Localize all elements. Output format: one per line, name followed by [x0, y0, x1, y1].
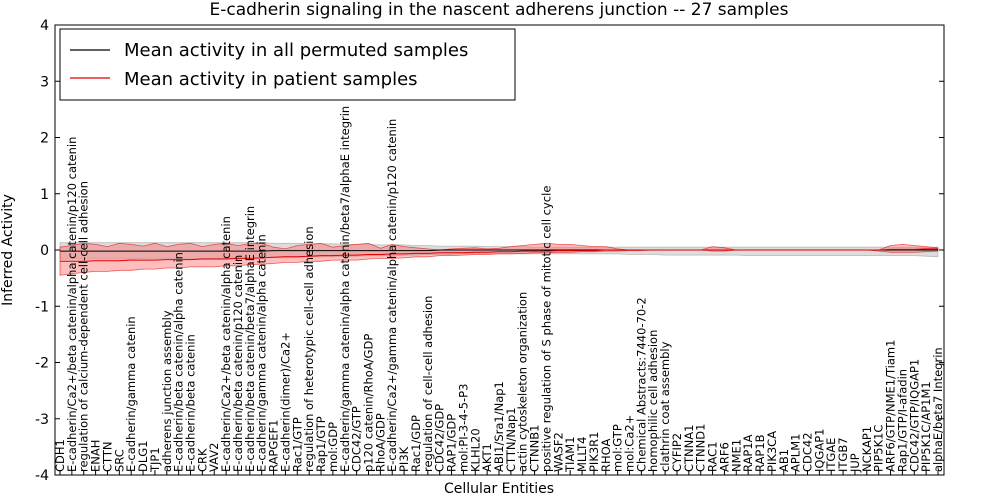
x-tick-label: DLG1 [136, 441, 150, 473]
x-tick-label: mol:PI-3-4-5-P3 [456, 384, 470, 472]
x-tick-label: KLHL20 [468, 428, 482, 472]
x-tick-label: RAP1B [753, 434, 767, 472]
legend-box [59, 28, 516, 101]
x-tick-label: RAP1A [741, 434, 755, 472]
x-tick-label: E-cadherin/beta catenin/alpha catenin [172, 252, 186, 472]
legend: Mean activity in all permuted samples Me… [59, 28, 516, 101]
x-tick-label: CTNNA1 [682, 425, 696, 472]
x-tick-label: WASF2 [551, 432, 565, 472]
x-tick-label: ENAH [89, 440, 103, 472]
x-tick-label: mol:GDP [326, 422, 340, 472]
x-tick-label: SRC [112, 449, 126, 472]
x-tick-label: PIK3R1 [587, 432, 601, 473]
x-tick-label: alphaE/beta7 Integrin [931, 347, 945, 472]
y-axis-label: Inferred Activity [0, 194, 16, 306]
x-tick-label: E-cadherin/beta catenin/p120 catenin [231, 255, 245, 472]
x-tick-label: RAC1 [706, 441, 720, 472]
x-tick-label: E-cadherin/gamma catenin [124, 316, 138, 472]
x-tick-label: CDH1 [53, 439, 67, 472]
x-tick-label: CYFIP2 [670, 433, 684, 472]
x-tick-label: p120 catenin/RhoA/GDP [361, 334, 375, 472]
x-tick-label: Rac1/GTP [290, 417, 304, 472]
x-tick-label: ARF6 [717, 442, 731, 472]
y-tick-label: 3 [40, 74, 49, 90]
x-tick-label: TIAM1 [563, 436, 577, 473]
y-tick-label: -3 [35, 412, 49, 428]
series-line-patient [60, 248, 938, 262]
x-tick-label: RhoA/GDP [373, 413, 387, 472]
x-tick-label: E-cadherin/Ca2+/beta catenin/alpha caten… [65, 137, 79, 472]
x-tick-label: Rap1/GTP/I-afadin [895, 369, 909, 472]
y-tick-label: 2 [40, 131, 49, 147]
x-tick-label: E-cadherin/beta catenin [184, 334, 198, 472]
x-tick-label: RAPGEF1 [267, 420, 281, 472]
x-tick-label: CDC42/GDP [433, 404, 447, 472]
x-tick-label: CRK [195, 448, 209, 472]
y-tick-label: 1 [40, 187, 49, 203]
x-tick-label: RHOA [599, 439, 613, 472]
x-tick-label: actin cytoskeleton organization [516, 292, 530, 472]
x-tick-label: E-cadherin/gamma catenin/alpha catenin [255, 234, 269, 472]
x-tick-label: PIP5K1C [872, 425, 886, 472]
x-tick-label: E-cadherin/Ca2+/gamma catenin/alpha cate… [385, 119, 399, 472]
x-tick-label: positive regulation of S phase of mitoti… [539, 186, 553, 472]
x-tick-label: NCKAP1 [860, 426, 874, 472]
x-tick-label: CDC42/GTP/IQGAP1 [907, 359, 921, 472]
x-tick-label: Chemical Abstracts:7440-70-2 [634, 297, 648, 472]
y-tick-label: -4 [35, 468, 49, 484]
x-tick-label: VAV2 [207, 443, 221, 472]
y-tick-label: 0 [40, 243, 49, 259]
x-tick-label: RAP1/GDP [445, 414, 459, 472]
y-tick-label: -2 [35, 356, 49, 372]
x-tick-label: TJP1 [148, 447, 162, 473]
x-tick-label: E-cadherin/gamma catenin/alpha catenin/b… [338, 106, 352, 472]
x-tick-label: CDC42/GTP [350, 406, 364, 472]
x-tick-label: PIK3CA [765, 431, 779, 472]
y-tick-label: 4 [40, 18, 49, 34]
x-tick-label: CDC42 [800, 432, 814, 472]
x-tick-label: ITGB7 [836, 437, 850, 472]
x-tick-label: regulation of calcium-dependent cell-cel… [77, 181, 91, 472]
x-tick-label: regulation of cell-cell adhesion [421, 296, 435, 472]
y-tick-label: -1 [35, 299, 49, 315]
x-tick-label: E-cadherin/beta catenin/beta7/alphaE int… [243, 206, 257, 472]
x-tick-label: CTTN [100, 442, 114, 472]
x-tick-label: MLLT4 [575, 437, 589, 473]
x-tick-label: ARF6/GTP/NME1/Tiam1 [884, 340, 898, 472]
x-tick-label: ITGAE [824, 438, 838, 472]
x-tick-label: NME1 [729, 439, 743, 472]
x-tick-label: PIP5K1C/AP1M1 [919, 381, 933, 472]
legend-label-patient: Mean activity in patient samples [124, 69, 418, 90]
x-tick-label: CTNND1 [694, 424, 708, 472]
x-tick-label: Rap1/GTP [314, 416, 328, 472]
x-tick-label: APLM1 [789, 434, 803, 472]
x-tick-label: adherens junction assembly [160, 310, 174, 472]
x-tick-label: mol:Ca2+ [623, 415, 637, 472]
x-tick-label: clathrin coat assembly [658, 341, 672, 472]
x-tick-label: ABI1/Sra1/Nap1 [492, 381, 506, 472]
patient-spread-band [59, 242, 939, 276]
x-tick-label: mol:GTP [611, 424, 625, 472]
x-tick-label: PI3K [397, 446, 411, 472]
x-tick-label: IQGAP1 [812, 429, 826, 472]
chart-title: E-cadherin signaling in the nascent adhe… [210, 0, 789, 20]
x-tick-label: AKT1 [480, 443, 494, 472]
x-tick-label: AB1 [777, 449, 791, 472]
x-tick-label: Rac1/GDP [409, 415, 423, 472]
x-tick-label: regulation of heterotypic cell-cell adhe… [302, 226, 316, 472]
legend-label-permuted: Mean activity in all permuted samples [124, 40, 468, 61]
x-tick-label: JUP [848, 453, 862, 473]
x-tick-label: homophilic cell adhesion [646, 330, 660, 472]
x-tick-label: E-cadherin(dimer)/Ca2+ [278, 332, 292, 472]
x-tick-label: E-cadherin/Ca2+/beta catenin/alpha caten… [219, 216, 233, 472]
x-axis-label: Cellular Entities [444, 481, 554, 497]
x-tick-label: CTNNB1 [528, 425, 542, 472]
x-tick-label: CTTN/Nap1 [504, 407, 518, 472]
